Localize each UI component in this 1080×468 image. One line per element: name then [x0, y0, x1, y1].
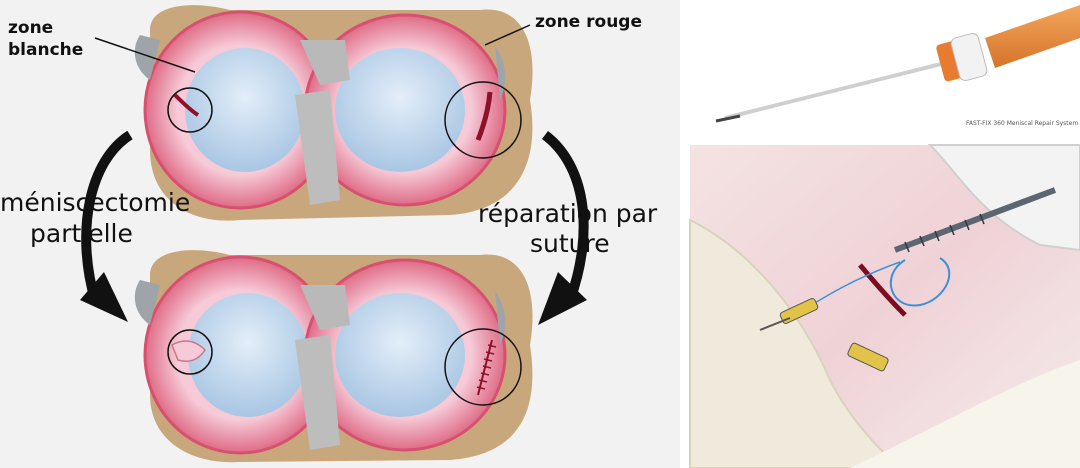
- lateral-cartilage-bottom: [335, 293, 465, 417]
- ligament-anterior-bottom: [300, 285, 350, 330]
- label-left-arrow-1: méniscectomie: [0, 188, 190, 217]
- meniscus-bottom: [134, 250, 533, 463]
- ligament-anterior: [300, 40, 350, 85]
- arrow-right-head: [538, 272, 587, 325]
- highlight-circle-red-bottom: [444, 328, 522, 406]
- label-red-zone: zone rouge: [535, 12, 642, 32]
- suture-loop: [889, 257, 951, 307]
- meniscal-tear: [858, 263, 907, 317]
- highlight-circle-white-bottom: [167, 329, 213, 375]
- ligament-posterior: [295, 90, 340, 205]
- arrow-left-shaft: [81, 130, 133, 302]
- device-hub: [950, 32, 988, 82]
- tendon-right: [490, 40, 506, 100]
- device-photo: FAST-FIX 360 Meniscal Repair System: [690, 0, 1080, 140]
- highlight-circle-red: [444, 81, 522, 159]
- label-left-arrow-2: partielle: [30, 219, 133, 248]
- medial-cartilage: [185, 48, 305, 172]
- label-right-arrow-1: réparation par: [478, 199, 658, 228]
- tibial-plateau: [850, 360, 1080, 468]
- anchor-1-tip: [759, 317, 791, 331]
- needle-ridges: [904, 213, 985, 253]
- medial-cartilage-bottom: [188, 293, 308, 417]
- pointer-line-red-zone: [484, 24, 531, 46]
- highlight-circle-white: [167, 87, 213, 133]
- tendon-left: [134, 35, 160, 80]
- tear-red-zone: [475, 91, 493, 141]
- tendon-left-bottom: [134, 280, 160, 325]
- suture-stitches: [476, 344, 497, 390]
- device-handle: [985, 5, 1080, 68]
- resected-area: [171, 340, 206, 362]
- arrow-right: [538, 131, 589, 325]
- device-caption: FAST-FIX 360 Meniscal Repair System: [966, 120, 1078, 127]
- ligament-posterior-bottom: [295, 335, 340, 450]
- label-white-zone-1: zone: [8, 18, 53, 38]
- lateral-cartilage: [335, 48, 465, 172]
- anchor-2: [847, 342, 889, 372]
- label-white-zone-2: blanche: [8, 40, 83, 60]
- device-needle-tip: [715, 114, 741, 123]
- device-shaft: [724, 61, 946, 120]
- pointer-line-white-zone: [94, 37, 196, 73]
- device-photo-background: [690, 0, 1080, 140]
- arrow-left: [80, 130, 133, 322]
- tendon-right-bottom: [490, 285, 506, 345]
- repair-illustration: [689, 144, 1080, 468]
- meniscus-top: [134, 5, 533, 221]
- sutured-tear: [477, 339, 493, 396]
- label-right-arrow-2: suture: [530, 229, 610, 258]
- arrow-left-head: [80, 272, 128, 322]
- arrow-right-shaft: [541, 131, 589, 302]
- femoral-condyle: [927, 144, 1080, 252]
- tear-white-zone: [173, 93, 200, 117]
